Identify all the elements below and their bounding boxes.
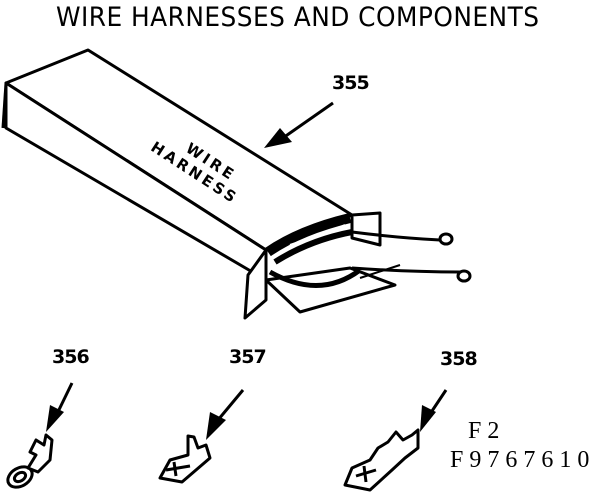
callout-arrow-356: [46, 382, 74, 432]
wire-terminal-ends: [438, 232, 472, 283]
callout-arrow-357: [206, 389, 245, 440]
flag-spade-terminal-illustration: [343, 428, 420, 492]
callout-355: 355: [332, 72, 370, 94]
callout-358: 358: [440, 348, 478, 370]
figure-code-line2: F9767610: [450, 447, 596, 473]
callout-357: 357: [229, 346, 267, 368]
callout-arrow-358: [420, 389, 448, 432]
wire-harness-box-illustration: [1, 48, 397, 320]
spade-terminal-illustration: [158, 434, 212, 484]
figure-code-line1: F2: [468, 418, 506, 444]
coiled-wire-illustration: [265, 213, 461, 288]
callout-356: 356: [52, 346, 90, 368]
callout-arrow-355: [264, 101, 334, 148]
diagram-title: WIRE HARNESSES AND COMPONENTS: [56, 2, 540, 33]
ring-terminal-illustration: [6, 433, 54, 489]
